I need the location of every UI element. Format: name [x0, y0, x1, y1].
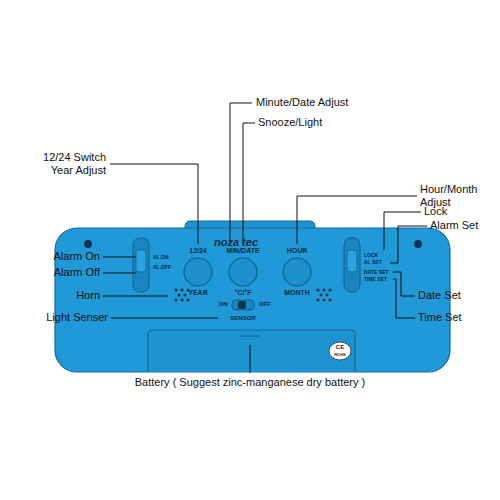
screw-hole — [414, 240, 422, 248]
switch-label: AL.OFF — [153, 264, 171, 270]
callout-label: Battery ( Suggest zinc-manganese dry bat… — [135, 376, 366, 389]
speaker-holes — [175, 289, 190, 302]
switch-label: TIME SET — [364, 276, 387, 282]
button-label: MONTH — [284, 289, 310, 297]
button — [283, 258, 311, 286]
button — [229, 258, 257, 286]
callout-label: Light Senser — [46, 311, 108, 324]
callout-label: 12/24 Switch Year Adjust — [32, 151, 106, 177]
callout-label: Minute/Date Adjust — [256, 96, 348, 109]
switch-label: AL SET — [364, 259, 382, 265]
switch-knob — [347, 250, 357, 272]
callout-label: Hour/Month Adjust — [420, 183, 490, 209]
leader-lines — [103, 103, 427, 373]
badge-label: CE — [336, 344, 344, 351]
sensor-switch — [232, 300, 254, 310]
screw-hole — [84, 240, 92, 248]
switch-label: DATE SET — [364, 269, 388, 275]
callout-label: Lock — [424, 205, 447, 218]
button-label: 12/24 — [189, 247, 207, 255]
switch-knob — [136, 250, 146, 272]
slide-switch — [344, 238, 360, 292]
callout-label: Alarm On — [54, 250, 100, 263]
switch-label: SENSOR — [230, 315, 255, 322]
battery-door — [148, 330, 355, 372]
switch-label: ON — [219, 301, 228, 308]
button-label: YEAR — [188, 289, 207, 297]
callout-label: Snooze/Light — [258, 116, 322, 129]
callout-label: Alarm Off — [54, 266, 100, 279]
switch-label: OFF — [259, 301, 271, 308]
switch-knob — [238, 301, 246, 309]
ce-badge — [329, 342, 351, 360]
callout-label: Alarm Set — [430, 219, 478, 232]
clock-body — [55, 228, 450, 372]
callout-label: Horn — [76, 289, 100, 302]
callout-label: Date Set — [418, 289, 461, 302]
button-label: HOUR — [287, 247, 308, 255]
badge-label: ROHS — [334, 353, 346, 358]
switch-label: LOCK — [364, 252, 378, 258]
button-label: MIN/DATE — [226, 247, 259, 255]
callout-label: Time Set — [418, 311, 462, 324]
button — [184, 258, 212, 286]
switch-label: AL.ON — [153, 254, 169, 260]
door-notch — [240, 335, 260, 336]
button-label: °C/°F — [235, 289, 252, 297]
slide-switch — [133, 238, 149, 292]
speaker-holes — [317, 289, 332, 302]
